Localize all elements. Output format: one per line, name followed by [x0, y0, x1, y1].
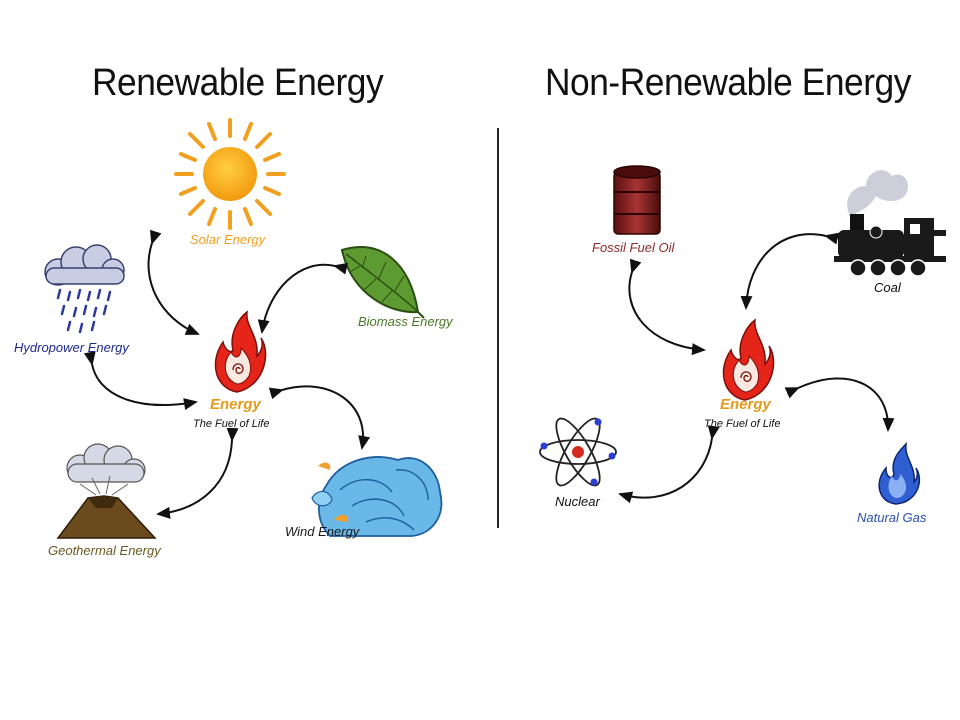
biomass-energy-label: Biomass Energy — [358, 314, 453, 329]
fossil-fuel-oil-label: Fossil Fuel Oil — [592, 240, 675, 255]
flame-icon — [214, 310, 267, 393]
energy-center-title: Energy — [210, 396, 261, 413]
nonrenewable-title: Non-Renewable Energy — [545, 62, 911, 104]
energy-center-subtitle: The Fuel of Life — [704, 418, 781, 430]
solar-energy-label: Solar Energy — [190, 232, 266, 247]
flame-icon — [722, 318, 775, 401]
nuclear-label: Nuclear — [555, 494, 600, 509]
energy-center-subtitle: The Fuel of Life — [193, 418, 270, 430]
geothermal-energy-label: Geothermal Energy — [48, 543, 161, 558]
coal-label: Coal — [874, 280, 901, 295]
renewable-arrows — [83, 229, 371, 519]
leaf-icon — [340, 245, 425, 319]
renewable-title: Renewable Energy — [92, 62, 384, 104]
hydropower-energy-label: Hydropower Energy — [14, 340, 129, 355]
rain-cloud-icon — [44, 244, 125, 334]
wind-energy-label: Wind Energy — [285, 524, 360, 539]
oil-barrel-icon — [613, 165, 661, 235]
sun-icon — [174, 118, 286, 230]
atom-icon — [539, 417, 617, 487]
steam-train-icon — [834, 170, 946, 277]
gas-flame-icon — [878, 441, 921, 505]
nonrenewable-arrows — [618, 232, 895, 504]
wind-wave-icon — [311, 456, 443, 537]
natural-gas-label: Natural Gas — [857, 510, 927, 525]
volcano-icon — [56, 443, 157, 539]
energy-center-title: Energy — [720, 396, 771, 413]
section-divider — [497, 128, 499, 528]
